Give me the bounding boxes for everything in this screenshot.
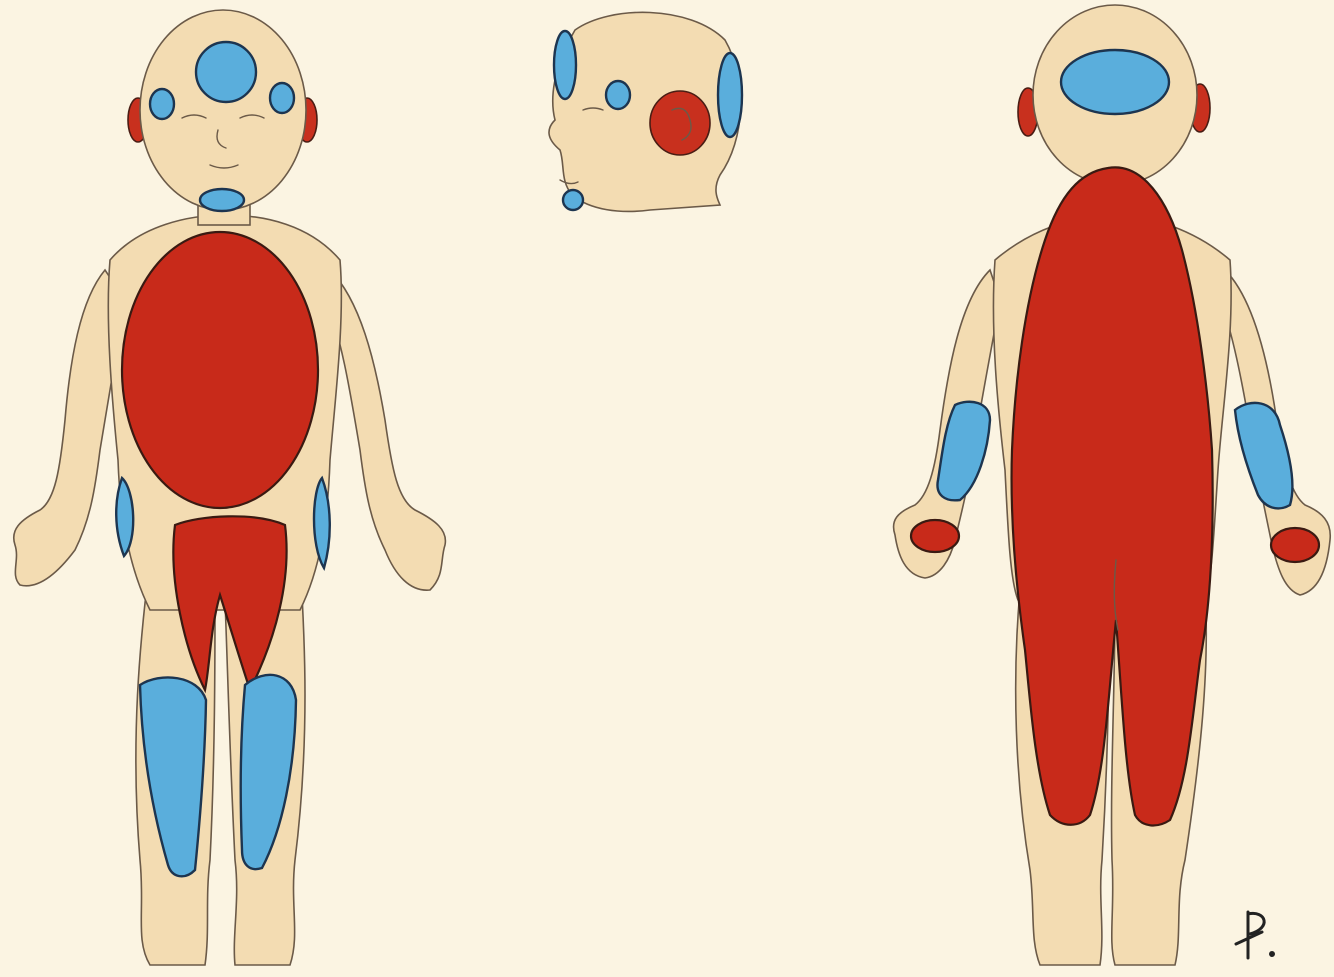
side-occiput-blue-zone [718,53,742,137]
front-forehead-blue-zone [196,42,256,102]
side-temple-blue-zone [606,81,630,109]
front-left-temple-blue-zone [150,89,174,119]
front-right-temple-blue-zone [270,83,294,113]
back-left-hand-red-zone [911,520,959,552]
side-forehead-blue-zone [554,31,576,99]
front-trunk-red-zone [122,232,318,508]
front-chin-blue-zone [200,189,244,211]
side-ear-red-zone [650,91,710,155]
back-occiput-blue-zone [1061,50,1169,114]
head-side-view-figure [549,12,742,211]
side-chin-blue-zone [563,190,583,210]
back-right-hand-red-zone [1271,528,1319,562]
monogram-dot [1269,951,1275,957]
